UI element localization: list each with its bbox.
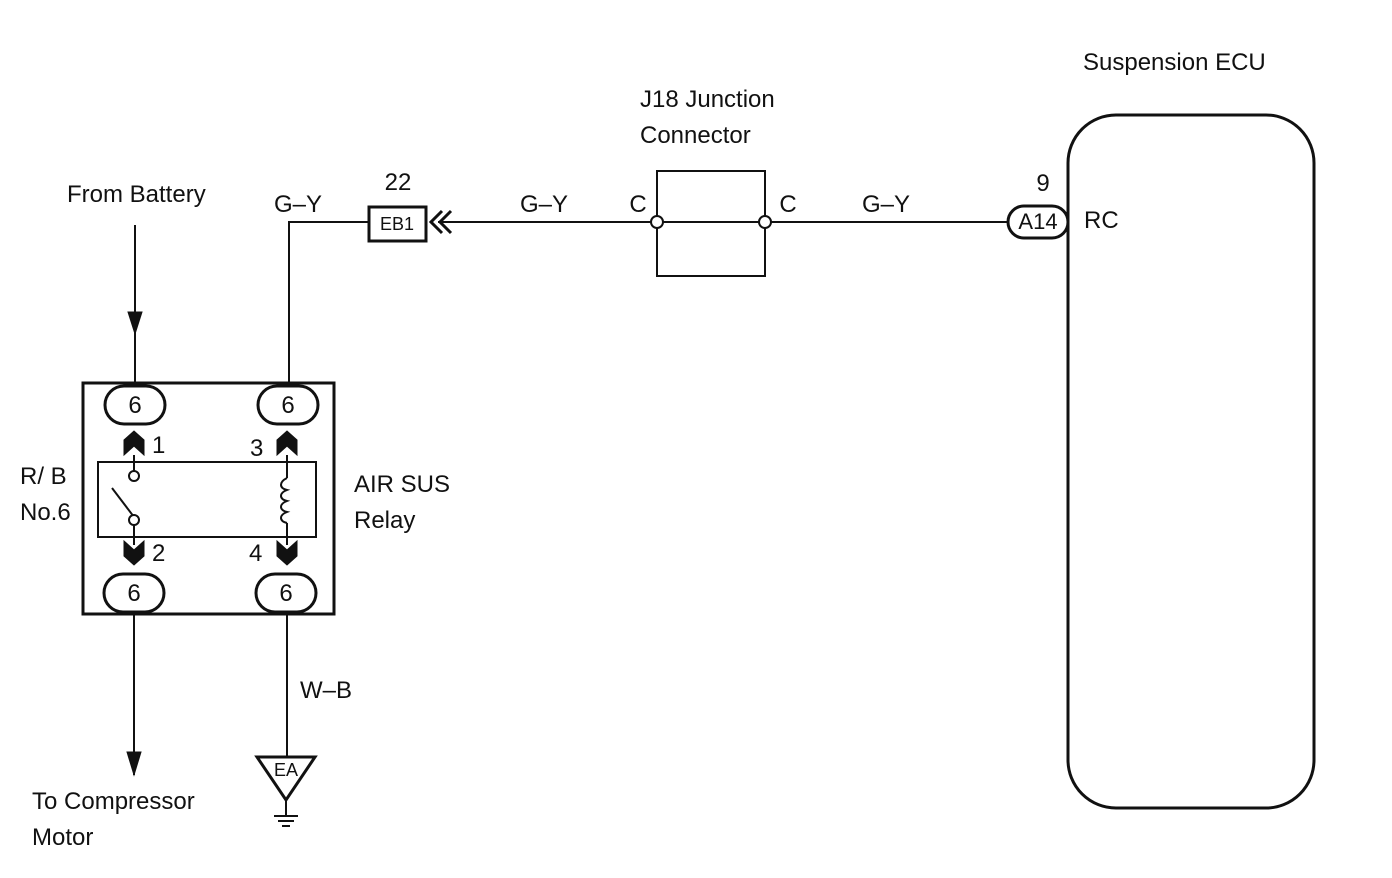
- wire-label-gy-middle: G–Y: [520, 191, 568, 218]
- rb-label-line1: R/ B: [20, 463, 67, 490]
- connector-a14-pin-number: 9: [1036, 170, 1049, 197]
- junction-terminal-right: [758, 215, 772, 229]
- junction-terminal-left-label: C: [629, 191, 646, 218]
- relay-label-line2: Relay: [354, 507, 415, 534]
- relay-coil-icon: [280, 477, 291, 524]
- relay-inner-box: [97, 461, 317, 538]
- terminal-chevron-1: [123, 430, 145, 457]
- junction-title-line2: Connector: [640, 122, 751, 149]
- connector-oval-top-left: [103, 384, 167, 426]
- relay-block-outline: [81, 381, 336, 616]
- terminal-chevron-2: [123, 539, 145, 566]
- connector-eb1-label: EB1: [380, 214, 414, 234]
- to-compressor-line2: Motor: [32, 824, 93, 851]
- pin-number-4: 4: [249, 540, 262, 567]
- ground-point-ea: EA: [254, 755, 318, 827]
- pin-number-3: 3: [250, 435, 263, 462]
- junction-box-bottom: [656, 222, 766, 277]
- connector-eb1: 22 EB1: [367, 169, 453, 243]
- wire-label-gy-right: G–Y: [862, 191, 910, 218]
- ecu-title: Suspension ECU: [1083, 49, 1266, 76]
- switch-contact-top: [128, 470, 140, 482]
- battery-arrow-icon: [127, 311, 143, 336]
- junction-connector-j18: J18 Junction Connector C C: [629, 86, 797, 277]
- pin-number-2: 2: [152, 540, 165, 567]
- compressor-arrow-icon: [126, 751, 142, 777]
- connector-top-right-label: 6: [281, 392, 294, 419]
- wire-relay-to-eb1: [288, 221, 369, 383]
- connector-a14: A14 9: [1006, 170, 1070, 240]
- connector-eb1-chevrons: [428, 209, 453, 235]
- relay-block-rb6: R/ B No.6 AIR SUS Relay 6 6 6 6 1 3 2 4: [20, 381, 450, 616]
- ecu-body: [1066, 113, 1316, 810]
- relay-label-line1: AIR SUS: [354, 471, 450, 498]
- rb-label-line2: No.6: [20, 499, 71, 526]
- terminal-chevron-3: [276, 430, 298, 457]
- junction-terminal-left: [650, 215, 664, 229]
- wire-label-wb: W–B: [300, 677, 352, 704]
- connector-eb1-body: [367, 205, 428, 243]
- junction-title-line1: J18 Junction: [640, 86, 775, 113]
- terminal-chevron-4: [276, 539, 298, 566]
- ground-triangle: [254, 755, 318, 803]
- ground-label: EA: [274, 760, 298, 780]
- from-battery-label: From Battery: [67, 181, 206, 208]
- switch-contact-bottom: [128, 514, 140, 526]
- junction-terminal-right-label: C: [779, 191, 796, 218]
- connector-a14-label: A14: [1018, 209, 1057, 234]
- junction-box-top: [656, 170, 766, 222]
- connector-bottom-right-label: 6: [279, 580, 292, 607]
- connector-oval-top-right: [256, 384, 320, 426]
- switch-blade: [111, 487, 135, 518]
- wire-label-gy-left: G–Y: [274, 191, 322, 218]
- connector-bottom-left-label: 6: [127, 580, 140, 607]
- suspension-ecu: Suspension ECU RC: [1066, 49, 1316, 810]
- to-compressor-line1: To Compressor: [32, 788, 195, 815]
- connector-top-left-label: 6: [128, 392, 141, 419]
- pin-number-1: 1: [152, 432, 165, 459]
- ecu-terminal-rc: RC: [1084, 207, 1119, 234]
- connector-eb1-pin-number: 22: [385, 169, 412, 196]
